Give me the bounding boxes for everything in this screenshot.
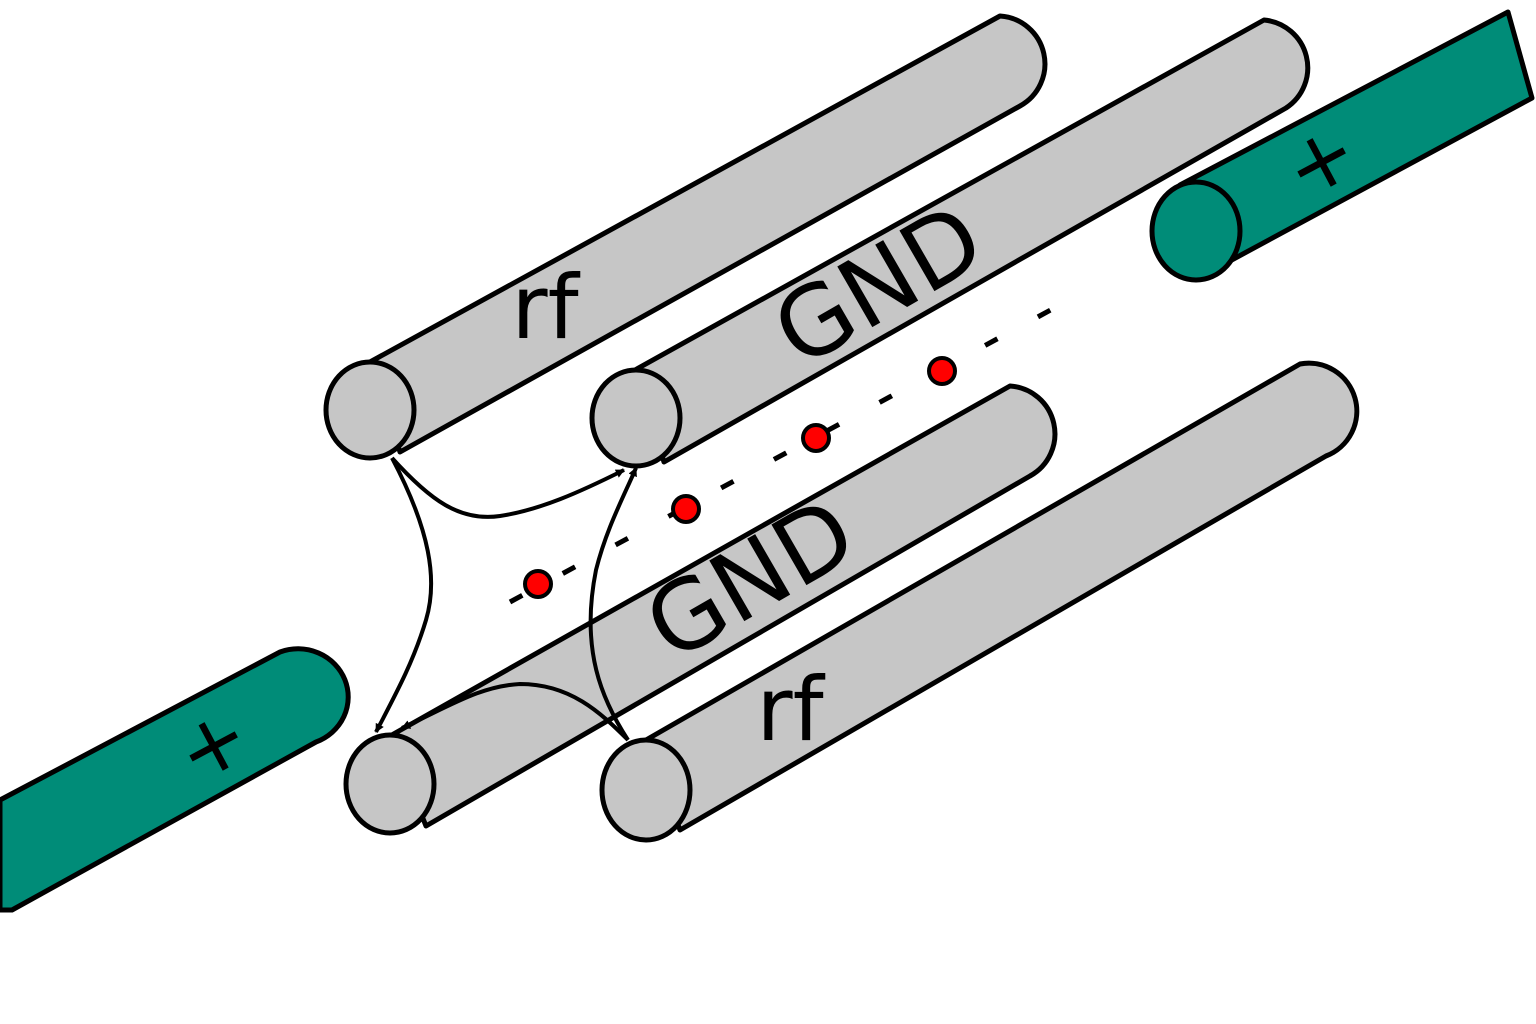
field-arrow [374, 457, 434, 733]
rf-bottom-label: rf [756, 658, 825, 761]
field-arrow [401, 681, 630, 742]
trap-axis [508, 289, 1086, 605]
field-arrow [588, 467, 638, 742]
rf-rod-top: rf [323, 13, 1048, 461]
rf-top-label: rf [511, 256, 580, 359]
ion-chain [523, 356, 957, 599]
ion [801, 423, 831, 453]
field-arrow [390, 456, 625, 519]
endcap-electrode-left: + [0, 646, 351, 913]
rf-rod-bottom: rf [599, 360, 1360, 843]
ion [523, 569, 553, 599]
ion [927, 356, 957, 386]
ion [671, 494, 701, 524]
field-lines [374, 456, 638, 742]
